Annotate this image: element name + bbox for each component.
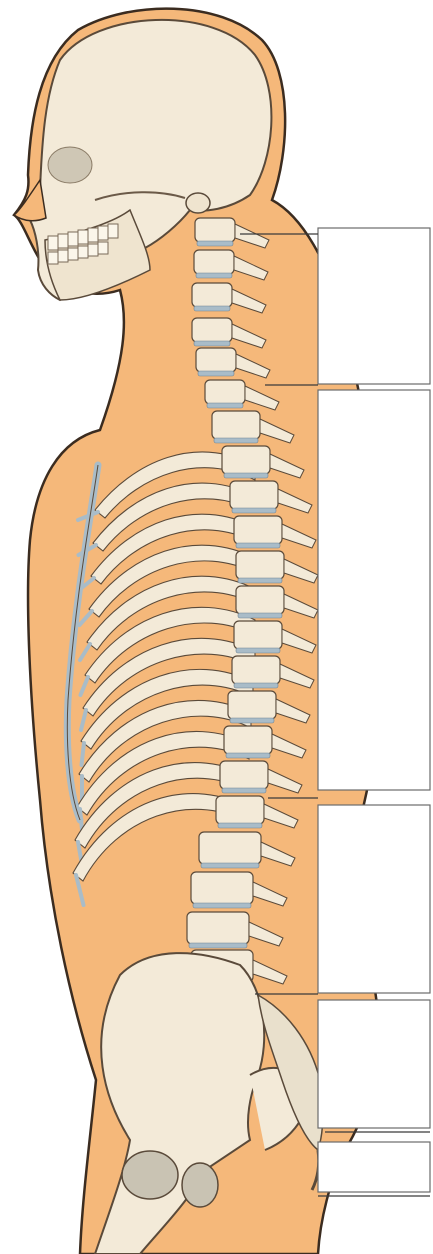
intervertebral-disc [214,438,258,443]
vertebra [230,481,278,509]
vertebra [236,551,284,579]
intervertebral-disc [189,943,247,948]
intervertebral-disc [194,306,230,311]
intervertebral-disc [230,718,274,723]
vertebra [236,586,284,614]
intervertebral-disc [207,403,243,408]
vertebra [191,872,253,904]
vertebra [194,250,234,274]
intervertebral-disc [196,273,232,278]
vertebra [205,380,245,404]
vertebra [216,796,264,824]
vertebra [228,691,276,719]
intervertebral-disc [193,903,251,908]
intervertebral-disc [194,341,230,346]
intervertebral-disc [218,823,262,828]
vertebra [199,832,261,864]
label-box-thoracic[interactable] [318,390,430,790]
label-box-cervical[interactable] [318,228,430,384]
intervertebral-disc [238,613,282,618]
intervertebral-disc [236,648,280,653]
pubic-bone [182,1163,218,1207]
vertebra [212,411,260,439]
mastoid [186,193,210,213]
intervertebral-disc [238,578,282,583]
intervertebral-disc [232,508,276,513]
vertebra [232,656,280,684]
vertebra [192,318,232,342]
label-box-coccyx[interactable] [318,1142,430,1192]
obturator-foramen [122,1151,178,1199]
vertebra [196,348,236,372]
vertebra [224,726,272,754]
intervertebral-disc [201,863,259,868]
intervertebral-disc [222,788,266,793]
vertebra [195,218,235,242]
costal-cartilage [82,743,85,765]
intervertebral-disc [198,371,234,376]
label-box-lumbar[interactable] [318,805,430,993]
intervertebral-disc [234,683,278,688]
vertebra [222,446,270,474]
vertebra [234,516,282,544]
label-box-sacrum[interactable] [318,1000,430,1128]
vertebra [192,283,232,307]
vertebra [220,761,268,789]
intervertebral-disc [236,543,280,548]
label-boxes [318,228,430,1192]
intervertebral-disc [224,473,268,478]
intervertebral-disc [197,241,233,246]
vertebra [187,912,249,944]
vertebra [234,621,282,649]
eye-orbit [48,147,92,183]
intervertebral-disc [226,753,270,758]
